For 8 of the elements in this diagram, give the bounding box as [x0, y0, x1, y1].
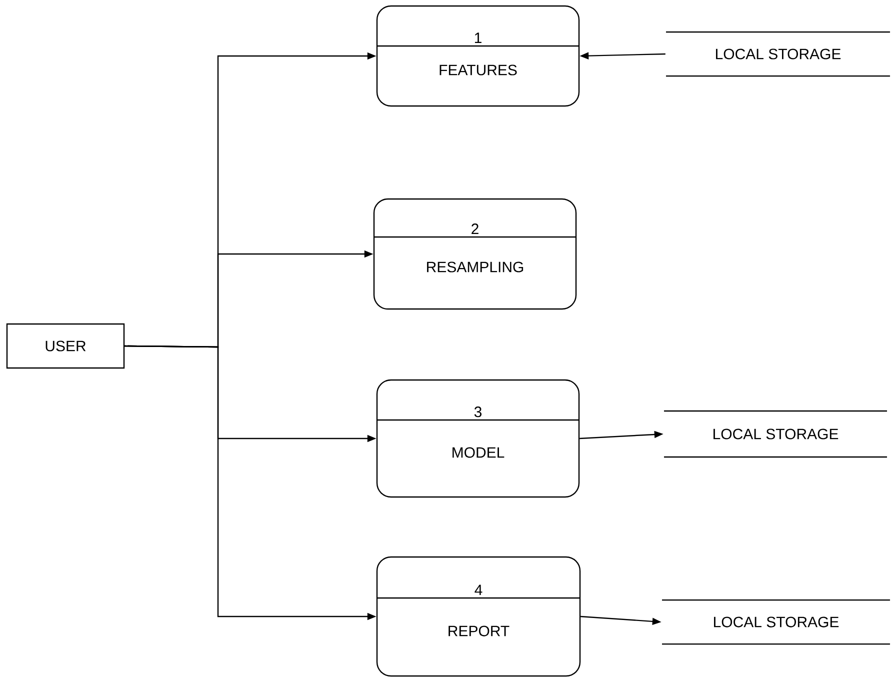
- process-box: 4 REPORT: [376, 556, 581, 677]
- data-store: LOCAL STORAGE: [666, 31, 890, 77]
- data-store: LOCAL STORAGE: [662, 599, 890, 645]
- process-box: 2 RESAMPLING: [373, 198, 577, 310]
- entity-box: USER: [6, 323, 125, 369]
- data-store: LOCAL STORAGE: [664, 410, 887, 458]
- process-box: 3 MODEL: [376, 379, 580, 498]
- process-box: 1 FEATURES: [376, 5, 580, 107]
